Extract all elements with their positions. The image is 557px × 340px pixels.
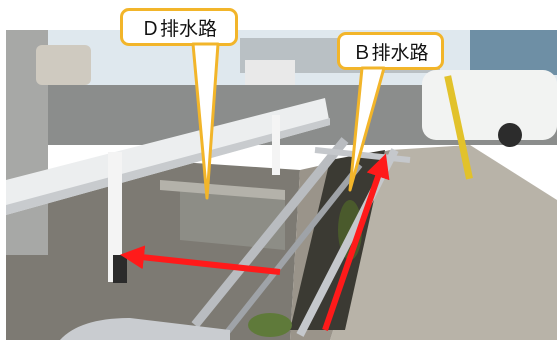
car-wheel <box>498 123 522 147</box>
rail-post <box>108 152 122 282</box>
foreground-pipe <box>60 318 230 340</box>
distant-building <box>470 30 557 75</box>
drain-box-d-top <box>160 180 285 200</box>
weeds <box>248 313 292 337</box>
parked-van <box>36 45 91 85</box>
callout-d-drain-label: Ｄ排水路 <box>140 17 217 40</box>
drain-box-d <box>180 190 285 250</box>
callout-d-drain: Ｄ排水路 <box>120 8 238 46</box>
rail-post-base <box>113 255 127 283</box>
rail-post-2 <box>272 115 280 175</box>
truck <box>245 60 295 85</box>
yellow-post <box>444 75 473 180</box>
guard-rail-shade <box>6 118 330 215</box>
sidewalk <box>330 145 557 340</box>
handrail-pipe <box>191 137 349 328</box>
parked-car <box>422 70 557 140</box>
callout-b-drain: Ｂ排水路 <box>337 32 444 70</box>
drainage-photo <box>6 30 557 340</box>
callout-b-drain-label: Ｂ排水路 <box>352 41 429 64</box>
